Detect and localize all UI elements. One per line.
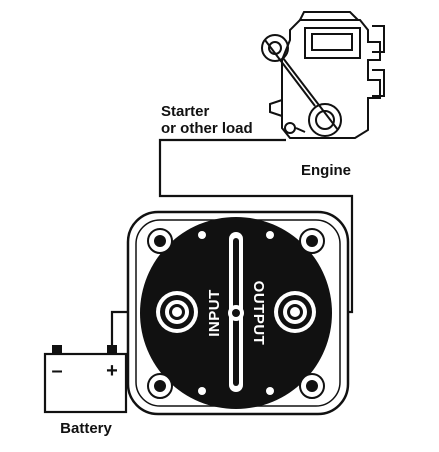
battery-icon: – + <box>43 345 128 414</box>
terminal-stud-icon <box>156 291 198 333</box>
engine-label: Engine <box>301 162 351 179</box>
input-label: INPUT <box>206 289 223 337</box>
mounting-screw-icon <box>147 373 173 399</box>
starter-label-line2: or other load <box>161 120 253 137</box>
battery-plus-label: + <box>106 360 118 382</box>
battery-minus-label: – <box>51 360 62 382</box>
starter-label-line1: Starter <box>161 103 210 120</box>
battery-switch-icon: INPUT OUTPUT <box>126 210 350 416</box>
mounting-screw-icon <box>299 228 325 254</box>
mounting-screw-icon <box>299 373 325 399</box>
output-label: OUTPUT <box>250 281 267 346</box>
battery-label: Battery <box>60 420 112 437</box>
terminal-stud-icon <box>274 291 316 333</box>
engine-icon <box>261 11 385 139</box>
mounting-screw-icon <box>147 228 173 254</box>
